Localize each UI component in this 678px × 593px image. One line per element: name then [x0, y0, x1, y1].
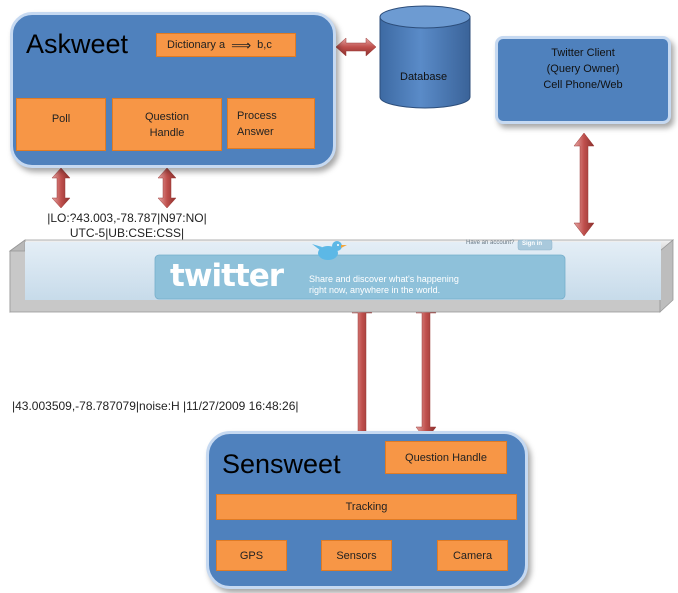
- dictionary-label: Dictionary a: [167, 39, 226, 51]
- twitter-client-text: Twitter Client (Query Owner) Cell Phone/…: [498, 45, 668, 93]
- question-handle-query-arrow: [157, 167, 177, 209]
- dictionary-arrow-icon: ⟹: [231, 37, 252, 53]
- twitter-tagline-line1: Share and discover what's happening: [309, 274, 459, 284]
- query-text: |LO:?43.003,-78.787|N97:NO| UTC-5|UB:CSE…: [42, 211, 212, 241]
- process-answer-box: Process Answer: [227, 98, 315, 149]
- poll-query-arrow: [51, 167, 71, 209]
- poll-box: Poll: [16, 98, 106, 151]
- twitter-sign-in-button[interactable]: Sign in: [522, 241, 542, 247]
- poll-label: Poll: [51, 112, 71, 125]
- dictionary-box: Dictionary a ⟹ b,c: [156, 33, 296, 57]
- twitter-logo: twitter: [170, 258, 284, 294]
- sensors-box: Sensors: [321, 540, 392, 571]
- sensors-label: Sensors: [336, 549, 377, 562]
- client-twitter-arrow: [573, 132, 595, 237]
- sensweet-question-handle-label: Question Handle: [405, 451, 487, 464]
- query-text-line2: UTC-5|UB:CSE:CSS|: [69, 226, 185, 240]
- camera-box: Camera: [437, 540, 508, 571]
- database-label: Database: [400, 71, 448, 83]
- tracking-box: Tracking: [216, 494, 517, 520]
- gps-box: GPS: [216, 540, 287, 571]
- askweet-database-arrow: [335, 37, 377, 57]
- sensweet-question-handle-box: Question Handle: [385, 441, 507, 474]
- twitter-client-box: [495, 36, 671, 124]
- askweet-question-handle-box: Question Handle: [112, 98, 222, 151]
- twitter-client-line3: Cell Phone/Web: [543, 79, 623, 91]
- twitter-client-line1: Twitter Client: [551, 47, 615, 59]
- process-answer-line1: Process: [237, 109, 277, 122]
- twitter-client-line2: (Query Owner): [546, 63, 620, 75]
- sensor-text: |43.003509,-78.787079|noise:H |11/27/200…: [12, 399, 299, 413]
- question-handle-line1: Question: [144, 110, 190, 123]
- twitter-question-handle-arrow: [415, 299, 437, 441]
- twitter-tagline: Share and discover what's happening righ…: [309, 274, 459, 296]
- process-answer-line2: Answer: [237, 125, 274, 138]
- question-handle-line2: Handle: [149, 126, 185, 139]
- dictionary-target: b,c: [257, 39, 272, 51]
- twitter-tagline-line2: right now, anywhere in the world.: [309, 285, 441, 295]
- sensweet-title: Sensweet: [222, 449, 341, 479]
- tracking-label: Tracking: [345, 501, 388, 513]
- query-text-line1: |LO:?43.003,-78.787|N97:NO|: [47, 211, 207, 225]
- camera-label: Camera: [452, 549, 493, 562]
- gps-label: GPS: [239, 549, 264, 562]
- askweet-title: Askweet: [26, 29, 129, 59]
- twitter-have-account: Have an account?: [466, 240, 515, 246]
